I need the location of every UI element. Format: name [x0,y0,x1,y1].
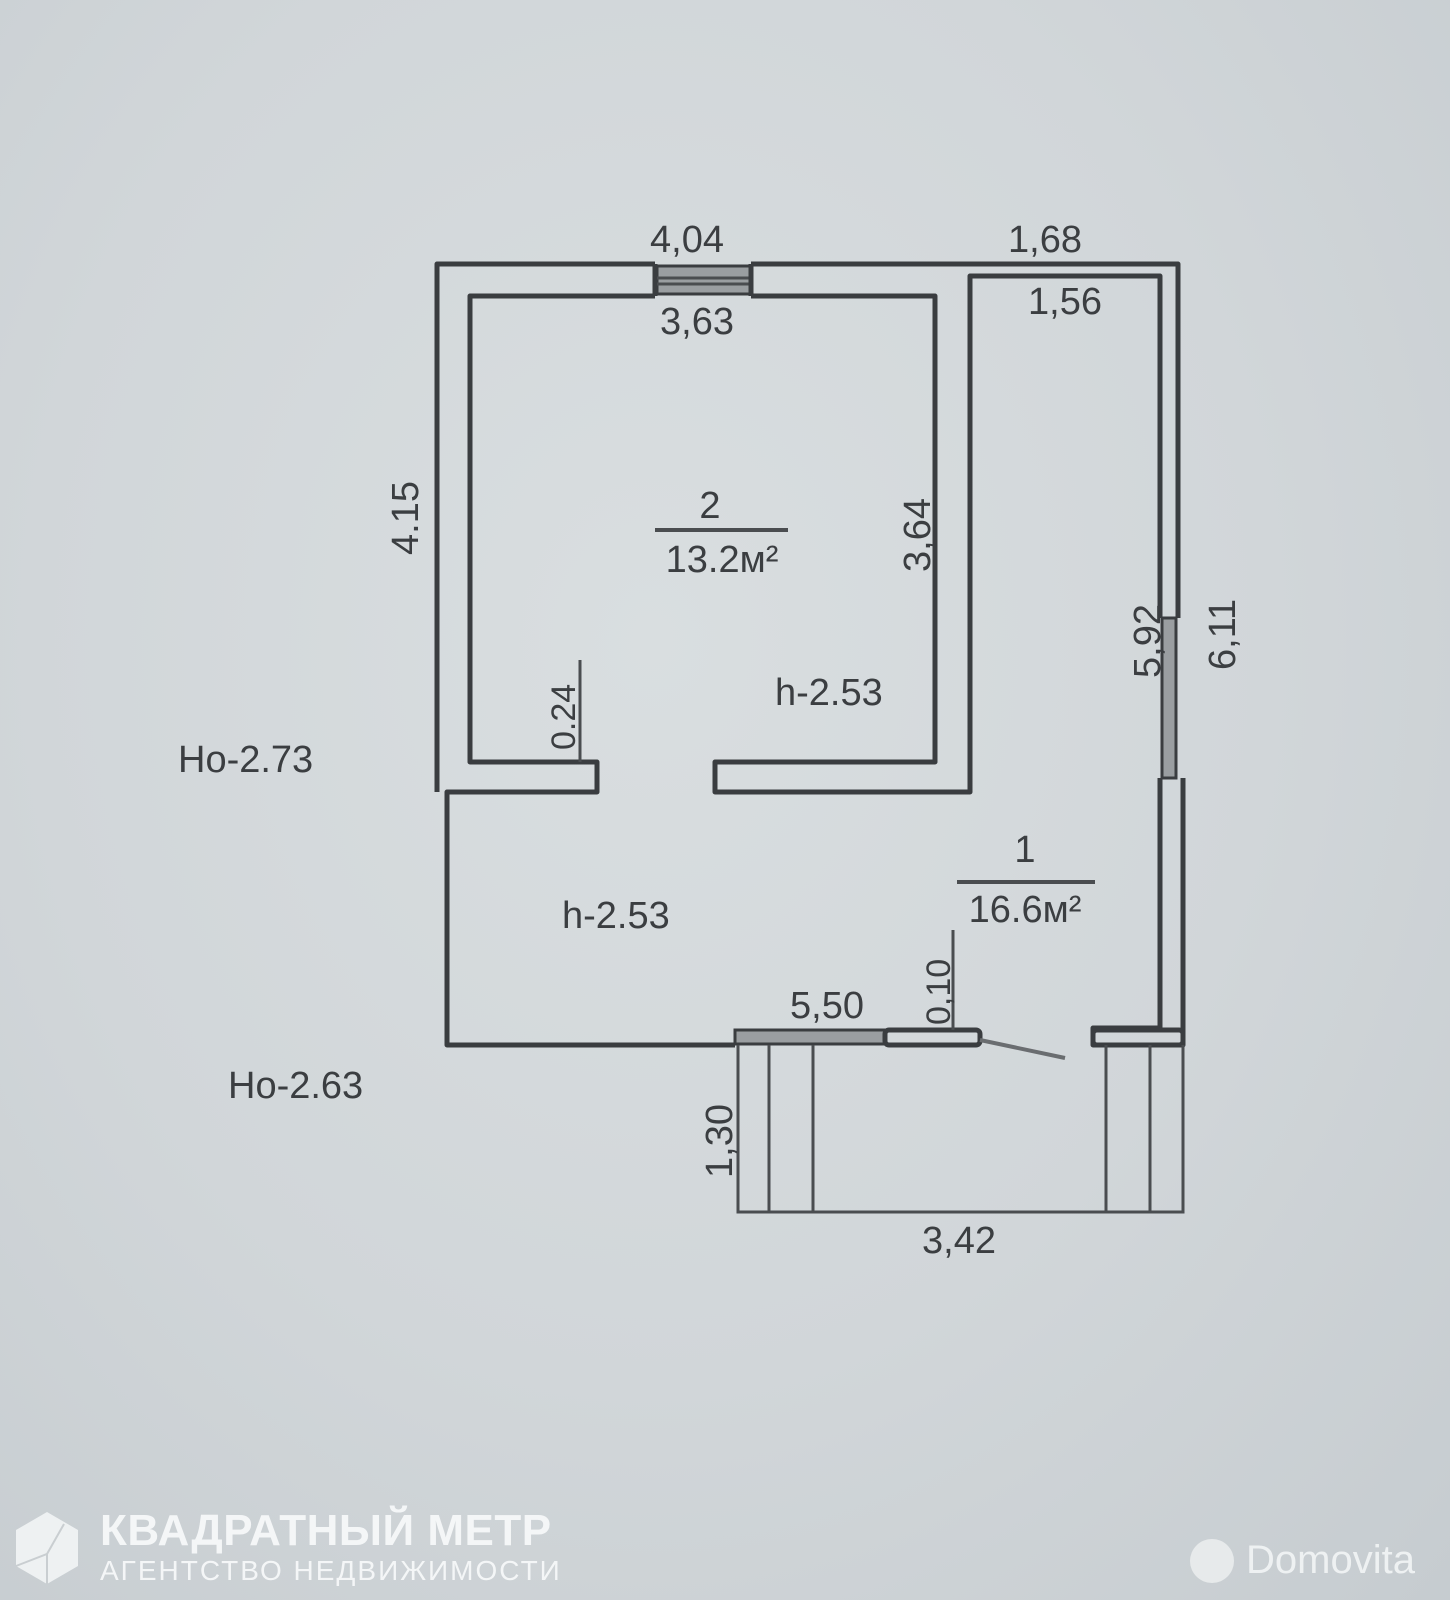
dim-room2-right: 3,64 [897,498,939,572]
dim-top-left-outer: 4,04 [650,219,724,261]
agency-watermark: КВАДРАТНЫЙ МЕТР АГЕНТСТВО НЕДВИЖИМОСТИ [14,1508,562,1588]
room2-number: 2 [699,485,720,527]
dim-top-left-inner: 3,63 [660,301,734,343]
ground-level-upper: Ho-2.73 [178,739,313,781]
agency-subtitle: АГЕНТСТВО НЕДВИЖИМОСТИ [100,1555,562,1586]
agency-name: КВАДРАТНЫЙ МЕТР [100,1506,552,1555]
room2-area: 13.2м² [666,539,779,581]
cube-logo-icon [15,1512,78,1584]
domovita-logo: Domovita [1190,1538,1415,1583]
room1-number: 1 [1014,829,1035,871]
dim-wall-stub: 0.24 [545,684,583,750]
dim-right-outer: 6,11 [1202,599,1244,670]
dim-porch-depth: 1,30 [699,1104,741,1178]
room1-height: h-2.53 [562,895,670,937]
domovita-label: Domovita [1246,1538,1415,1582]
window-top [655,264,753,296]
dim-door-stub: 0,10 [920,959,958,1025]
window-bottom [733,1028,887,1046]
ground-level-lower: Ho-2.63 [228,1065,363,1107]
dim-right-inner: 5,92 [1127,604,1169,678]
domovita-dot-icon [1190,1538,1234,1583]
walls [434,261,1186,1060]
room2-height: h-2.53 [775,672,883,714]
dim-top-right-inner: 1,56 [1028,281,1102,323]
dim-left-wall: 4.15 [385,481,427,555]
porch [736,1045,1185,1214]
dim-top-right-outer: 1,68 [1008,219,1082,261]
dim-porch-width: 3,42 [922,1220,996,1262]
door-swing [979,1038,1066,1060]
room1-area: 16.6м² [969,889,1082,931]
dim-bottom-wall: 5,50 [790,985,864,1027]
window-right [1160,616,1178,780]
